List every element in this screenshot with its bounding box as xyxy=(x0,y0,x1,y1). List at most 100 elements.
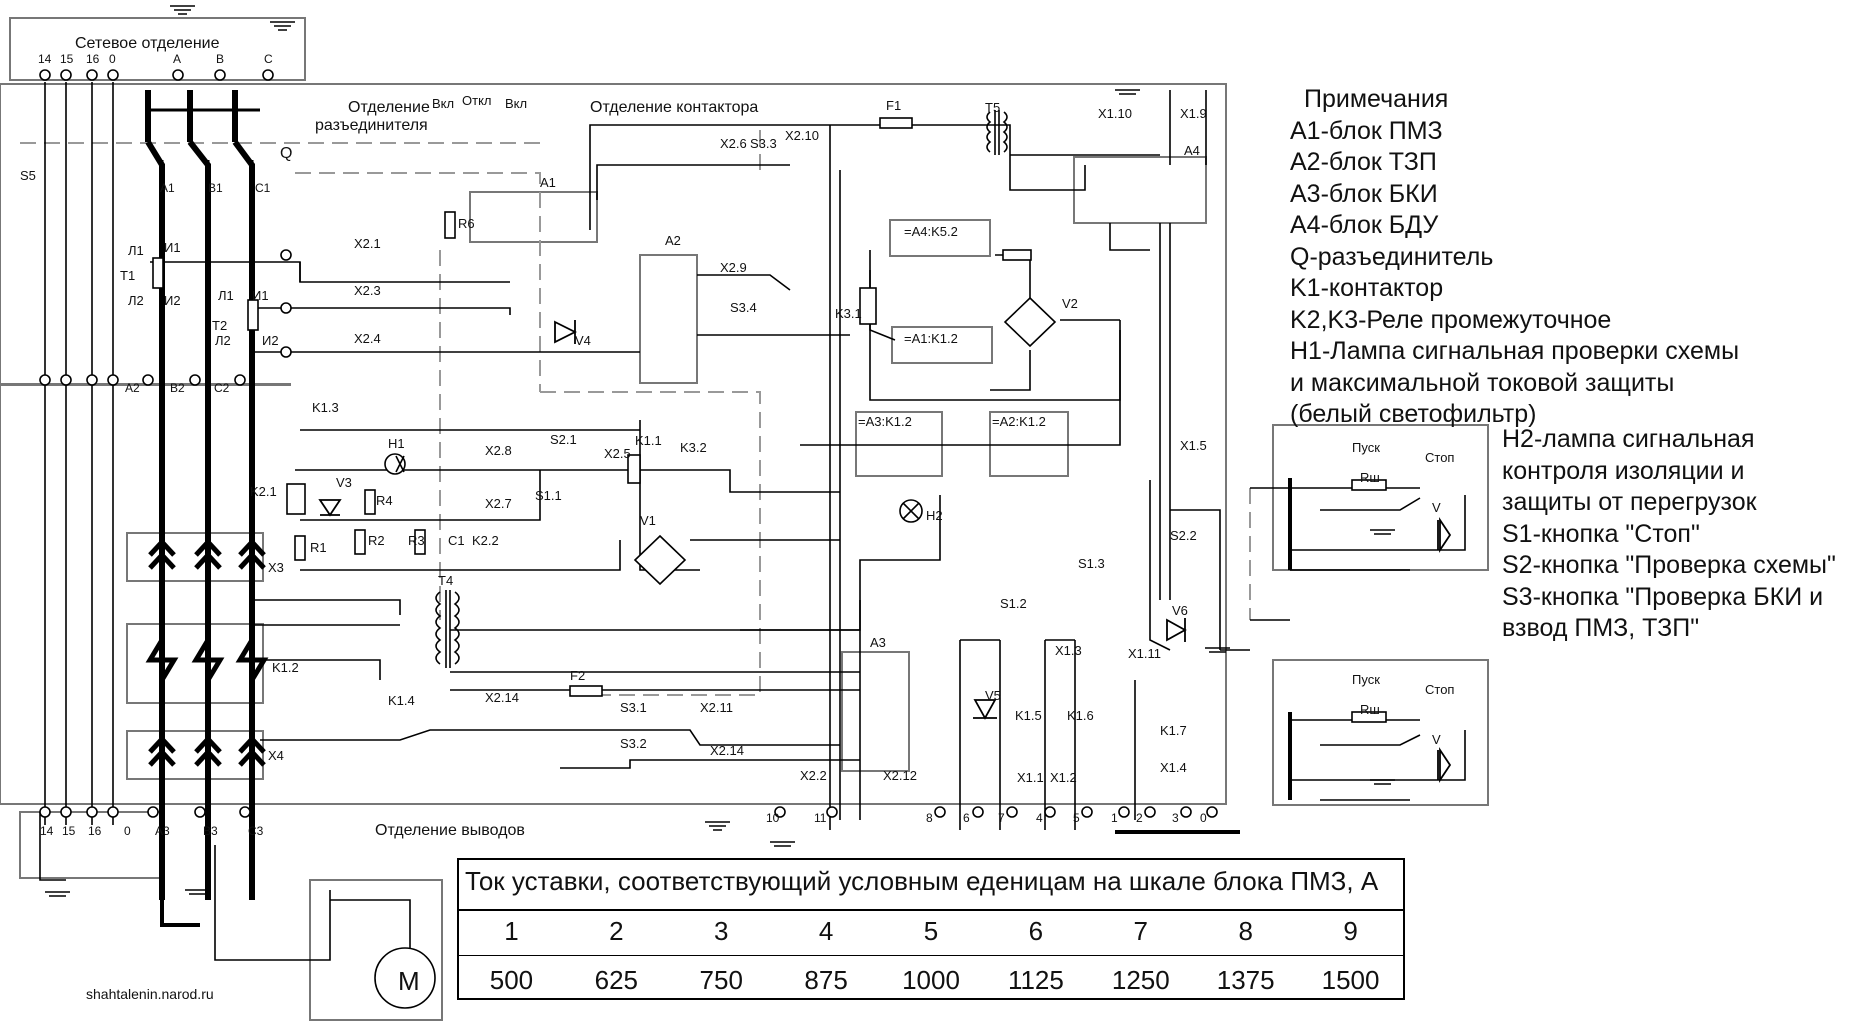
term-c2 xyxy=(234,374,246,386)
phase-b2: B2 xyxy=(170,381,185,395)
strip-4: 4 xyxy=(1036,811,1043,825)
net-term-a: A xyxy=(173,52,181,66)
k1-2-box xyxy=(126,623,264,704)
label-l2-t1: Л2 xyxy=(128,293,144,308)
wire-11 xyxy=(589,124,855,230)
contactor-compartment-label: Отделение контактора xyxy=(590,99,758,116)
a4-k52-box xyxy=(889,219,991,257)
note-s2: S2-кнопка "Проверка схемы" xyxy=(1502,551,1836,579)
label-k15: K1.5 xyxy=(1015,708,1042,723)
control-wiring xyxy=(39,82,1466,990)
label-v4: V4 xyxy=(575,333,591,348)
label-x214a: X2.14 xyxy=(485,690,519,705)
label-h2: H2 xyxy=(926,508,943,523)
diodes xyxy=(318,320,1452,783)
term-14b xyxy=(39,374,51,386)
note-a3: A3-блок БКИ xyxy=(1290,179,1438,208)
v-post2 xyxy=(1437,747,1452,783)
wire-s3-1 xyxy=(630,729,840,746)
strip-1: 1 xyxy=(1111,811,1118,825)
strip-6: 6 xyxy=(963,811,970,825)
wire-post-link xyxy=(1250,487,1290,621)
component-labels: Q S5 X3 K1.2 X4 T1 T2 Л1 Л2 И1 И2 Л1 Л2 … xyxy=(20,98,1454,996)
outputs-compartment-label: Отделение выводов xyxy=(375,822,525,839)
v-post1 xyxy=(1437,517,1452,553)
term-a xyxy=(172,69,184,81)
label-x26: X2.6 xyxy=(720,136,747,151)
table-row-units: 1 2 3 4 5 6 7 8 9 xyxy=(459,916,1403,947)
control-post-2 xyxy=(1272,659,1489,806)
x3-c xyxy=(238,538,266,570)
term-0b xyxy=(107,374,119,386)
notes-title: Примечания xyxy=(1304,85,1449,113)
note-s3: S3-кнопка "Проверка БКИ и xyxy=(1502,582,1824,611)
label-x19: X1.9 xyxy=(1180,106,1207,121)
term-1 xyxy=(1118,806,1130,818)
note-k2-k3: K2,K3-Реле промежуточное xyxy=(1290,305,1612,334)
label-k16: K1.6 xyxy=(1067,708,1094,723)
note-a4: A4-блок БДУ xyxy=(1290,211,1439,239)
wire-v6 xyxy=(1170,509,1250,651)
phase-c3: C3 xyxy=(248,824,264,838)
label-v6: V6 xyxy=(1172,603,1188,618)
table-row-amps: 500 625 750 875 1000 1125 1250 1375 1500 xyxy=(459,965,1403,996)
x4-b xyxy=(194,735,222,767)
wire-41 xyxy=(560,759,860,769)
term-8 xyxy=(934,806,946,818)
t4-primary xyxy=(435,591,442,665)
motor-terminal-box xyxy=(309,879,443,1021)
wire-12 xyxy=(596,164,790,200)
unit-cell: 7 xyxy=(1133,916,1149,946)
x4-box xyxy=(126,730,264,780)
label-a4k52: =A4:K5.2 xyxy=(904,224,958,239)
dash-2 xyxy=(295,172,541,392)
q-contacts xyxy=(160,160,254,172)
label-t5: T5 xyxy=(985,100,1000,115)
label-k21: K2.1 xyxy=(250,484,277,499)
term-4 xyxy=(1044,806,1056,818)
wire-16-12 xyxy=(800,330,1121,446)
label-x21: X2.1 xyxy=(354,236,381,251)
strip-3: 3 xyxy=(1172,811,1179,825)
term-2 xyxy=(1144,806,1156,818)
term-15b xyxy=(60,374,72,386)
label-x4: X4 xyxy=(268,748,284,763)
label-r6: R6 xyxy=(458,216,475,231)
label-s11: S1.1 xyxy=(535,488,562,503)
v1-bridge xyxy=(633,534,687,586)
term-0d xyxy=(1206,806,1218,818)
label-a2k12: =A2:K1.2 xyxy=(992,414,1046,429)
k1-2-c xyxy=(235,638,269,682)
term-50 xyxy=(280,302,292,314)
output-terminal-box xyxy=(19,811,161,879)
x3-b xyxy=(194,538,222,570)
ground-v6 xyxy=(1205,647,1230,653)
wire-30 xyxy=(150,261,510,283)
label-v-2: V xyxy=(1432,732,1441,747)
wire-v2-top xyxy=(995,254,1031,300)
label-i1-t2: И1 xyxy=(252,288,269,303)
label-s5: S5 xyxy=(20,168,36,183)
label-k31: K3.1 xyxy=(835,306,862,321)
unit-cell: 8 xyxy=(1238,916,1253,946)
k2-1-coil xyxy=(286,483,306,515)
label-x14: X1.4 xyxy=(1160,760,1187,775)
label-x111: X1.11 xyxy=(1128,646,1161,661)
label-s33: S3.3 xyxy=(750,136,777,151)
net-term-0: 0 xyxy=(109,52,116,66)
phase-c-main xyxy=(232,140,255,900)
label-a3k12: =A3:K1.2 xyxy=(858,414,912,429)
k1-2-a xyxy=(145,638,179,682)
t2-coil xyxy=(247,299,259,331)
label-pusk-2: Пуск xyxy=(1352,672,1380,687)
label-v5: V5 xyxy=(985,688,1001,703)
block-a3 xyxy=(841,651,910,772)
label-a1k12: =A1:K1.2 xyxy=(904,331,958,346)
label-r1: R1 xyxy=(310,540,327,555)
note-h2-cont2: защиты от перегрузок xyxy=(1502,488,1757,516)
note-a1: A1-блок ПМЗ xyxy=(1290,116,1443,145)
wire-35-37 xyxy=(855,124,1086,191)
h1-cross xyxy=(395,455,405,473)
note-a2: A2-блок ТЗП xyxy=(1290,148,1437,176)
x3-a xyxy=(148,538,176,570)
